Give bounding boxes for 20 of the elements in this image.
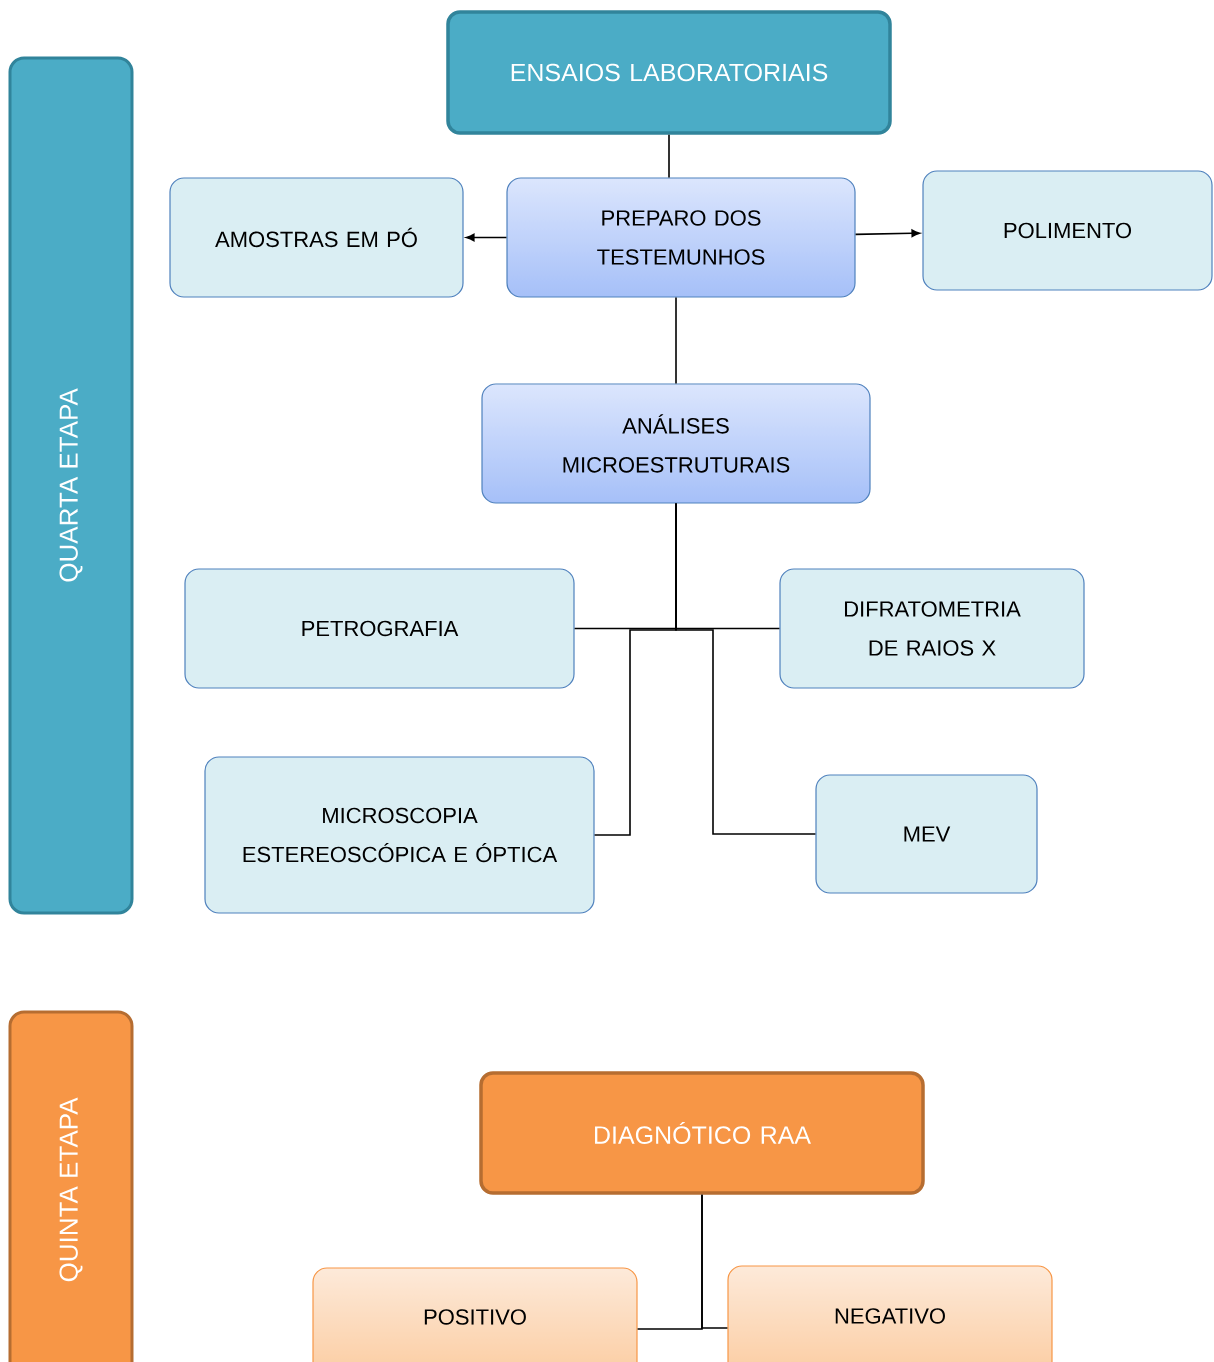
process-box: MICROSCOPIA ESTEREOSCÓPICA E ÓPTICA: [204, 756, 595, 914]
stage-band: QUARTA ETAPA: [8, 56, 134, 915]
connector: [675, 296, 677, 385]
process-box: DIAGNÓTICO RAA: [479, 1071, 925, 1195]
connector: [675, 502, 817, 835]
process-box: POSITIVO: [312, 1267, 638, 1362]
process-box: ENSAIOS LABORATORIAIS: [446, 10, 892, 135]
process-box: ANÁLISES MICROESTRUTURAIS: [481, 383, 871, 504]
process-box: DIFRATOMETRIA DE RAIOS X: [779, 568, 1085, 689]
process-box: NEGATIVO: [727, 1265, 1053, 1362]
process-box: PREPARO DOS TESTEMUNHOS: [506, 177, 856, 298]
process-box: MEV: [815, 774, 1038, 894]
connector: [854, 229, 921, 238]
connector: [701, 1193, 729, 1329]
process-box: POLIMENTO: [922, 170, 1213, 291]
process-box: PETROGRAFIA: [184, 568, 575, 689]
connector: [465, 233, 508, 242]
stage-band: QUINTA ETAPA: [8, 1010, 134, 1362]
process-box: AMOSTRAS EM PÓ: [169, 177, 464, 298]
connector: [668, 133, 670, 179]
